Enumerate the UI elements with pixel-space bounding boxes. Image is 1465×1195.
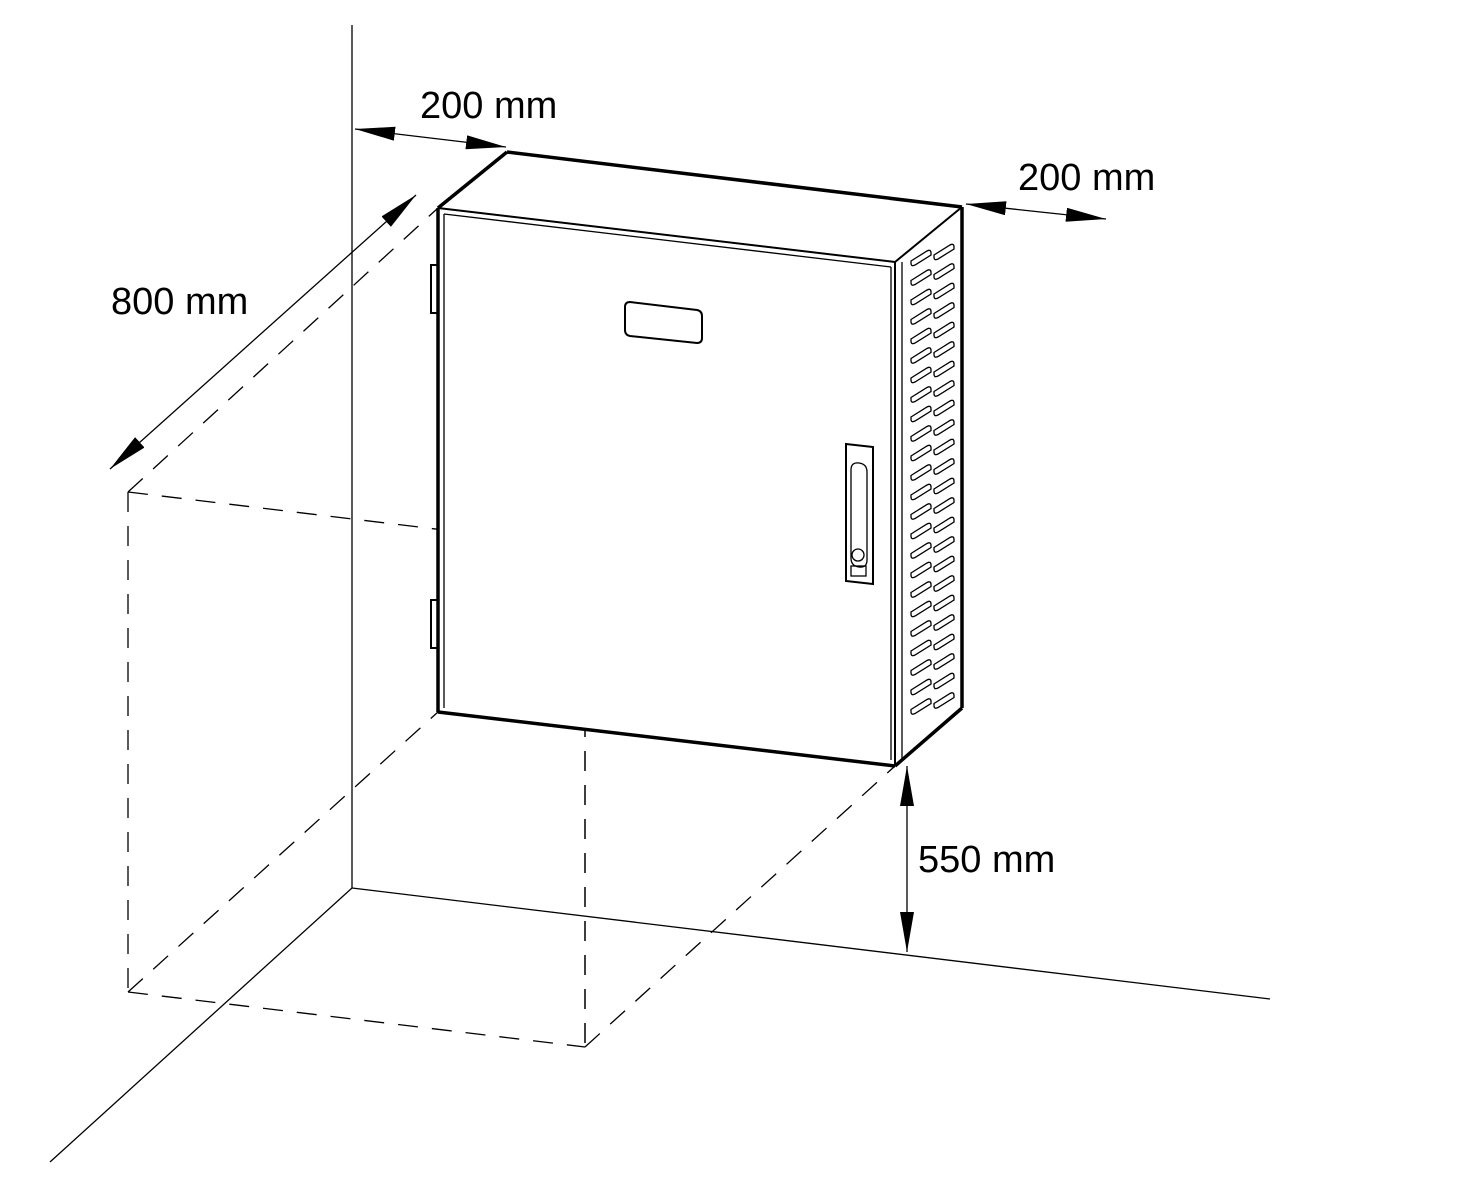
louver-slot (933, 594, 955, 612)
louver-slot (910, 444, 932, 462)
louver-slot (910, 327, 932, 345)
louver-slot (910, 659, 932, 676)
louver-slot (933, 633, 955, 651)
louver-slot (910, 483, 932, 501)
louver-slot (933, 555, 955, 573)
side-clearance-label: 200 mm (1018, 157, 1155, 199)
louver-slot (910, 639, 932, 657)
louver-slot (933, 653, 955, 670)
louver-slot (910, 503, 932, 520)
louver-slot (933, 575, 955, 592)
louver-slot (933, 458, 955, 475)
louver-slot (910, 405, 932, 423)
cabinet-top-face (438, 152, 962, 262)
louver-slot (933, 536, 955, 553)
front-clearance-label: 800 mm (111, 281, 248, 323)
door-handle (845, 442, 874, 586)
louver-slot (933, 497, 955, 514)
top-clearance-label: 200 mm (420, 85, 557, 127)
floor-side-line (49, 887, 353, 1163)
floor-wall-line (351, 887, 1271, 1000)
louver-slot (933, 302, 955, 319)
label-window (624, 300, 703, 345)
louver-slot (933, 341, 955, 358)
louver-slot (910, 542, 932, 559)
louver-slot (933, 438, 955, 456)
ventilation-louvers (910, 243, 955, 715)
louver-slot (910, 249, 932, 267)
louver-slot (910, 425, 932, 442)
dimension-floor-height: 550 mm (900, 766, 1055, 952)
hinge-top (430, 264, 439, 314)
louver-slot (910, 347, 932, 364)
dimension-side-clearance: 200 mm (965, 157, 1155, 222)
louver-slot (910, 386, 932, 403)
louver-slot (933, 516, 955, 534)
louver-slot (910, 698, 932, 715)
clearance-zone (127, 207, 896, 1048)
louver-slot (933, 477, 955, 495)
louver-slot (933, 672, 955, 690)
cabinet-front-face (438, 208, 895, 766)
louver-slot (910, 581, 932, 598)
louver-slot (910, 522, 932, 540)
louver-slot (933, 321, 955, 339)
dimension-top-clearance: 200 mm (354, 85, 557, 150)
louver-slot (910, 620, 932, 637)
louver-slot (933, 263, 955, 280)
louver-slot (933, 614, 955, 631)
louver-slot (910, 288, 932, 306)
louver-slot (933, 419, 955, 436)
cabinet (430, 150, 964, 768)
louver-slot (933, 282, 955, 300)
louver-slot (910, 269, 932, 286)
louver-slot (933, 399, 955, 417)
louver-slot (910, 464, 932, 481)
louver-slot (933, 380, 955, 397)
louver-slot (933, 360, 955, 378)
cabinet-side-face (895, 207, 962, 766)
louver-slot (933, 692, 955, 709)
louver-slot (910, 308, 932, 325)
louver-slot (933, 243, 955, 261)
hinge-bottom (430, 599, 439, 649)
floor-height-label: 550 mm (918, 839, 1055, 881)
louver-slot (910, 678, 932, 696)
louver-slot (910, 561, 932, 579)
dimension-front-clearance: 800 mm (109, 194, 417, 470)
louver-slot (910, 366, 932, 384)
louver-slot (910, 600, 932, 618)
